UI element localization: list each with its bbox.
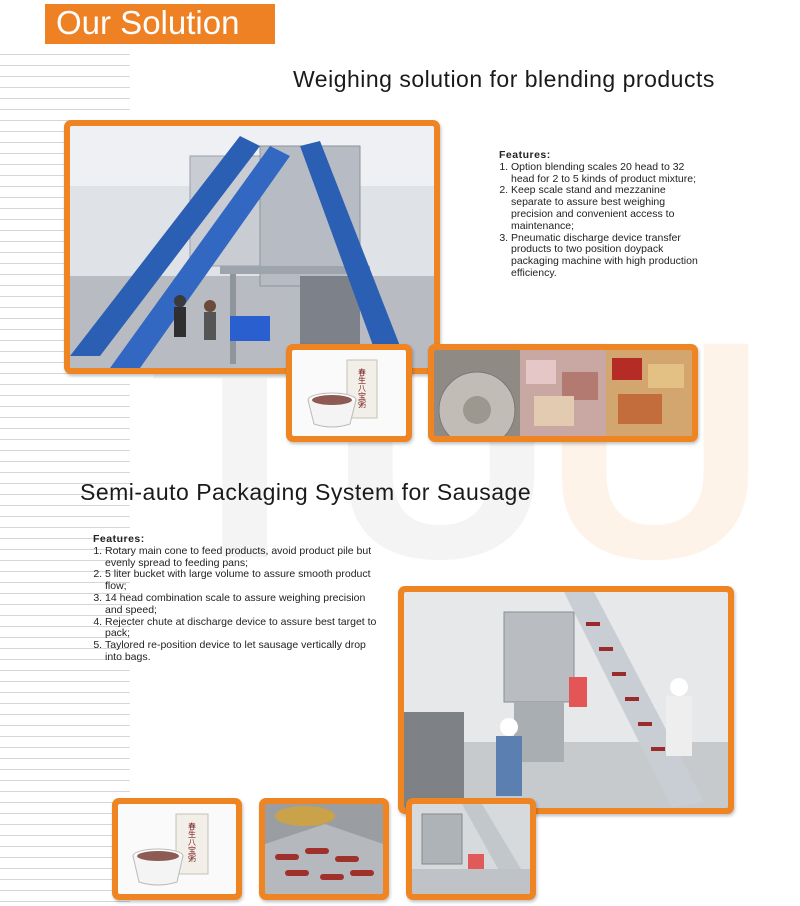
header-band (45, 4, 275, 44)
photo-blending-products (428, 344, 698, 442)
product-box-label: 春生八宝粥 (358, 367, 367, 409)
feature-item: Taylored re-position device to let sausa… (105, 639, 383, 664)
feature-item: Pneumatic discharge device transfer prod… (511, 232, 709, 280)
photo-sausage-pans (259, 798, 389, 900)
features-sausage: Features: Rotary main cone to feed produ… (93, 533, 383, 664)
photo-sausage-machine (406, 798, 536, 900)
photo-blending-plant (64, 120, 440, 374)
features-blending: Features: Option blending scales 20 head… (499, 149, 709, 280)
feature-item: 5 liter bucket with large volume to assu… (105, 569, 383, 593)
photo-product-cup-2: 春生八宝粥 (112, 798, 242, 900)
features-heading: Features: (93, 533, 145, 545)
section-title-blending: Weighing solution for blending products (293, 66, 715, 92)
features-heading: Features: (499, 149, 551, 161)
feature-item: Rejecter chute at discharge device to as… (105, 616, 383, 641)
feature-item: Rotary main cone to feed products, avoid… (105, 545, 383, 570)
section-title-sausage: Semi-auto Packaging System for Sausage (80, 479, 532, 505)
photo-sausage-system (398, 586, 734, 814)
feature-item: Keep scale stand and mezzanine separate … (511, 184, 709, 232)
feature-item: 14 head combination scale to assure weig… (105, 592, 383, 617)
photo-product-cup: 春生八宝粥 (286, 344, 412, 442)
page-title: Our Solution (56, 4, 240, 41)
feature-item: Option blending scales 20 head to 32 hea… (511, 161, 709, 186)
product-box-label: 春生八宝粥 (188, 821, 197, 863)
